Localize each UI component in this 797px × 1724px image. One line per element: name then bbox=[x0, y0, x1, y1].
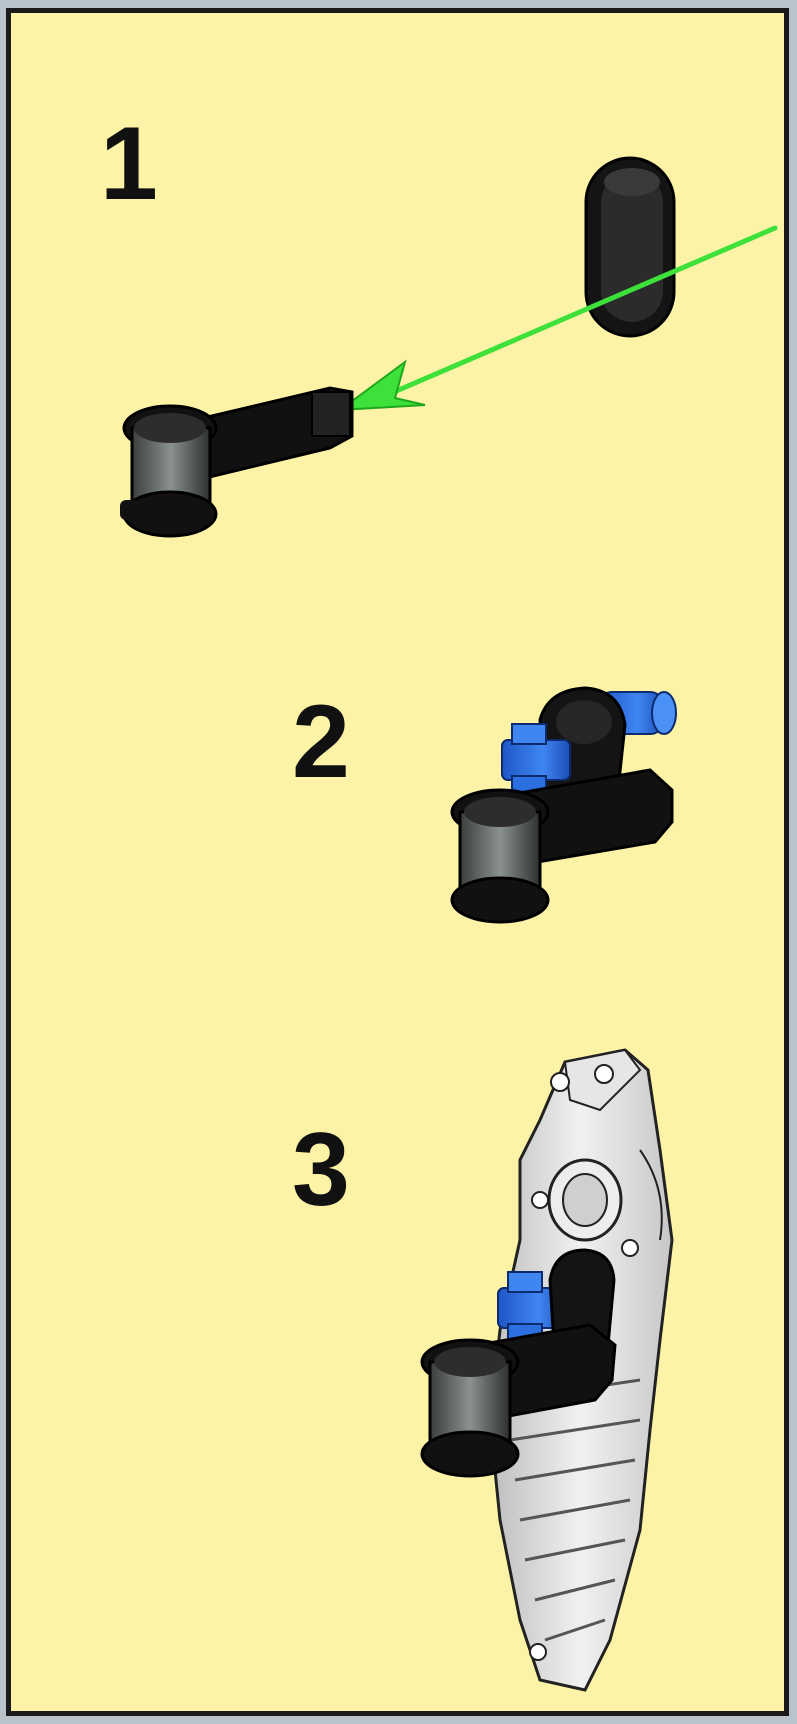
step-number-1: 1 bbox=[100, 112, 158, 216]
step-number-3: 3 bbox=[292, 1118, 350, 1222]
instruction-panel bbox=[6, 8, 789, 1716]
step-number-2: 2 bbox=[292, 690, 350, 794]
